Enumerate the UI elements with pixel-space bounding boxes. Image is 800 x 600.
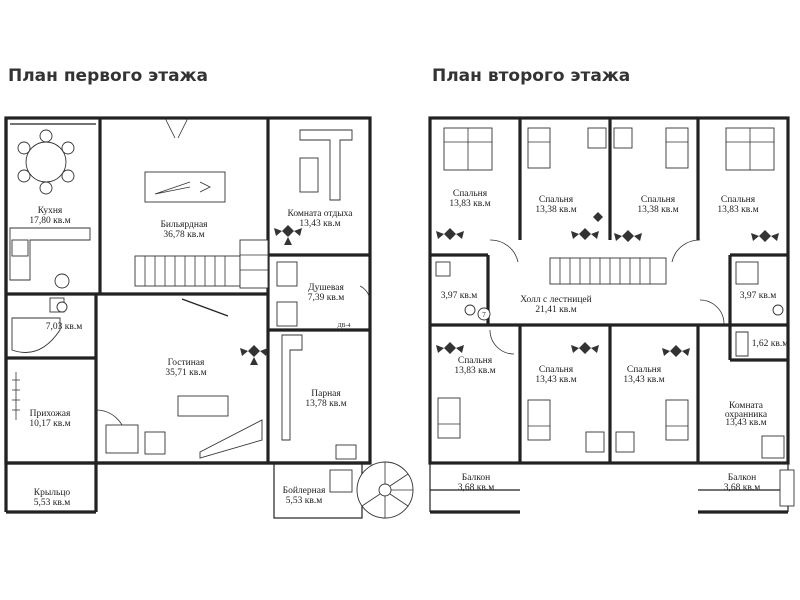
room-area: 7,03 кв.м — [46, 322, 83, 332]
bed-icon — [527, 127, 551, 169]
room-area: 3,68 кв.м — [458, 483, 495, 493]
room-name: Гостиная — [168, 358, 205, 368]
room-area: 21,41 кв.м — [535, 305, 576, 315]
room-area: 1,62 кв.м — [752, 339, 789, 349]
room-name: Спальня — [539, 365, 574, 375]
room-name: Комната отдыха — [287, 209, 353, 219]
room-area: 36,78 кв.м — [163, 230, 204, 240]
second-floor-title: План второго этажа — [432, 66, 631, 86]
room-area: 17,80 кв.м — [29, 216, 70, 226]
room-area: 13,83 кв.м — [717, 205, 758, 215]
room-area: 5,53 кв.м — [34, 498, 71, 508]
room-name: Спальня — [721, 195, 756, 205]
sofa-icon — [105, 424, 139, 454]
bed-icon — [725, 127, 775, 171]
billiard-table-icon — [144, 171, 226, 203]
bed-icon — [437, 397, 461, 439]
first-floor-plan: Кухня 17,80 кв.м Бильярдная 36,78 кв.м К… — [4, 116, 414, 519]
plant-icon — [662, 345, 690, 357]
room-area: 13,83 кв.м — [454, 366, 495, 376]
stair-icon — [134, 239, 269, 289]
room-name: Балкон — [462, 473, 490, 483]
room-name: Прихожая — [30, 409, 71, 419]
room-area: 3,97 кв.м — [441, 291, 478, 301]
room-area: 13,83 кв.м — [449, 199, 490, 209]
room-name: Спальня — [627, 365, 662, 375]
plant-icon — [436, 228, 464, 240]
first-floor-title: План первого этажа — [8, 66, 208, 86]
room-area: 13,38 кв.м — [637, 205, 678, 215]
plant-icon — [571, 342, 599, 354]
room-name: Спальня — [453, 189, 488, 199]
room-name: Крыльцо — [34, 488, 71, 498]
bed-icon — [527, 399, 551, 441]
bed-icon — [665, 127, 689, 169]
stair-icon — [549, 257, 667, 285]
room-name: Холл с лестницей — [520, 294, 591, 305]
room-area: 13,43 кв.м — [725, 418, 766, 428]
room-area: 13,43 кв.м — [623, 375, 664, 385]
plant-icon — [593, 212, 603, 222]
plant-icon — [436, 342, 464, 354]
room-area: 5,53 кв.м — [286, 496, 323, 506]
room-name: Парная — [311, 389, 341, 399]
room-area: 13,38 кв.м — [535, 205, 576, 215]
room-area: 7,39 кв.м — [308, 293, 345, 303]
room-area: 13,43 кв.м — [299, 219, 340, 229]
toilet-icon — [56, 301, 68, 313]
second-floor-plan: 7 Спальня 13,83 кв.м Спальня 13,38 кв — [428, 116, 795, 514]
room-area: 10,17 кв.м — [29, 419, 70, 429]
plant-icon — [614, 230, 642, 242]
plant-icon — [274, 225, 302, 245]
room-area: 13,78 кв.м — [305, 399, 346, 409]
room-area: 3,97 кв.м — [740, 291, 777, 301]
room-name: Балкон — [728, 473, 756, 483]
room-name: Спальня — [641, 195, 676, 205]
table-icon — [25, 141, 67, 183]
room-area: 13,43 кв.м — [535, 375, 576, 385]
room-area: 35,71 кв.м — [165, 368, 206, 378]
room-name: Спальня — [458, 356, 493, 366]
bed-icon — [443, 127, 493, 171]
circle-mark: 7 — [482, 311, 486, 319]
plant-icon — [571, 228, 599, 240]
plant-icon — [240, 345, 268, 365]
room-area: 3,68 кв.м — [724, 483, 761, 493]
room-name: Спальня — [539, 195, 574, 205]
door-code-label: ДВ-4 — [337, 323, 350, 329]
room-name: Душевая — [308, 283, 344, 293]
room-name: Кухня — [38, 206, 63, 216]
room-name: Бойлерная — [283, 485, 326, 496]
room-name: Бильярдная — [160, 220, 208, 230]
plant-icon — [751, 230, 779, 242]
bed-icon — [665, 399, 689, 441]
spiral-stair-icon — [356, 461, 414, 519]
